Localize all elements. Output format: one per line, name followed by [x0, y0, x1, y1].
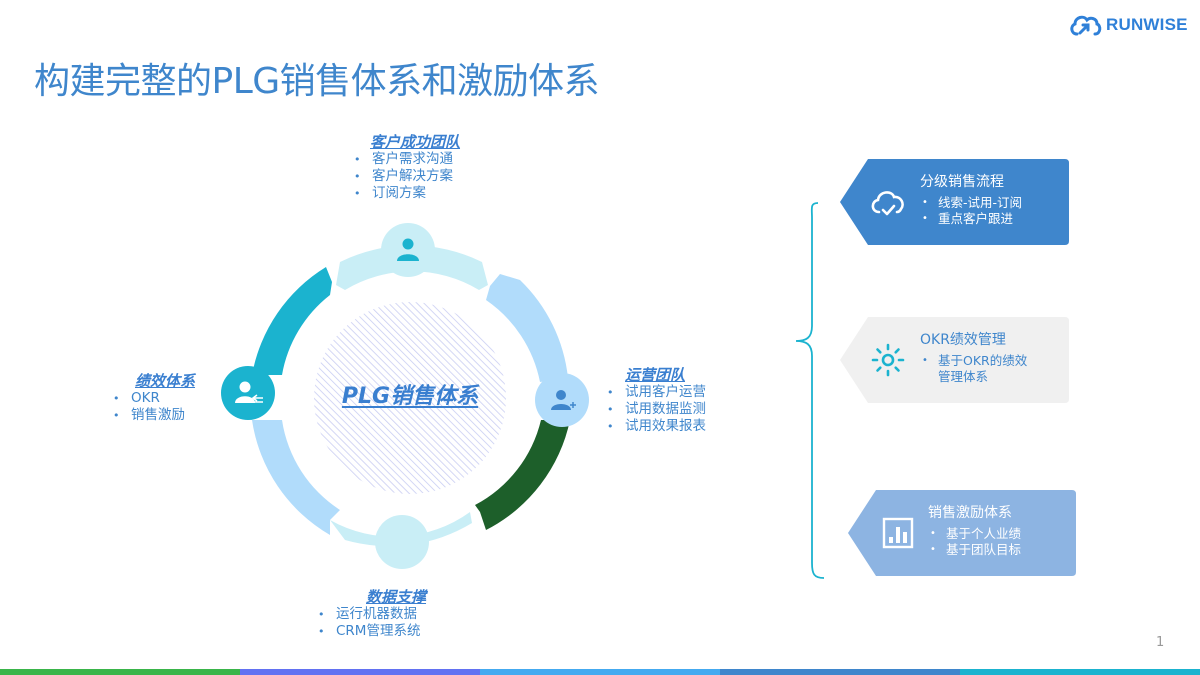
node-heading: 绩效体系	[135, 372, 196, 390]
node-item: 试用客户运营	[605, 384, 706, 401]
node-operations: 运营团队 试用客户运营 试用数据监测 试用效果报表	[605, 366, 706, 436]
user-add-icon	[551, 390, 576, 410]
card-sales-process: 分级销售流程 线索-试用-订阅 重点客户跟进	[840, 159, 1069, 245]
card-title: 销售激励体系	[928, 505, 1012, 521]
node-item: 试用数据监测	[605, 401, 706, 418]
ring-segment-bottom	[330, 512, 472, 547]
node-item: 客户解决方案	[352, 168, 460, 185]
card-title: OKR绩效管理	[920, 332, 1006, 348]
footer-segment	[720, 669, 960, 675]
card-item: 线索-试用-订阅	[920, 195, 1022, 211]
footer-segment	[0, 669, 240, 675]
node-item: 运行机器数据	[316, 606, 426, 623]
footer-segment	[240, 669, 480, 675]
sun-icon	[871, 343, 905, 377]
user-icon	[397, 238, 419, 261]
node-data-support: 数据支撑 运行机器数据 CRM管理系统	[316, 588, 427, 641]
node-right-circle	[535, 373, 589, 427]
bar-chart-icon	[882, 517, 914, 549]
footer-color-bar	[0, 669, 1200, 675]
footer-segment	[480, 669, 720, 675]
node-item: 销售激励	[111, 407, 195, 424]
cloud-arrow-icon	[1070, 15, 1102, 36]
card-item: 基于团队目标	[928, 542, 1021, 558]
node-customer-success: 客户成功团队 客户需求沟通 客户解决方案 订阅方案	[352, 133, 461, 203]
node-item: OKR	[111, 390, 195, 407]
page-number: 1	[1156, 635, 1165, 650]
node-performance: 绩效体系 OKR 销售激励	[111, 372, 196, 425]
node-item: 客户需求沟通	[352, 151, 460, 168]
center-label: PLG销售体系	[341, 384, 479, 409]
node-heading: 运营团队	[625, 366, 686, 384]
node-left-circle	[221, 366, 275, 420]
node-heading: 数据支撑	[366, 588, 427, 606]
user-transfer-icon	[235, 381, 263, 403]
node-item: 试用效果报表	[605, 418, 706, 435]
runwise-logo: RUNWISE	[1068, 10, 1198, 40]
ring-segment-left-upper	[252, 267, 332, 375]
curly-brace	[795, 202, 825, 579]
plg-cycle-diagram	[221, 223, 589, 569]
page-title: 构建完整的PLG销售体系和激励体系	[34, 61, 600, 102]
node-bottom-circle	[375, 515, 429, 569]
ring-segment-right-lower	[475, 420, 570, 530]
cloud-check-icon	[871, 191, 904, 216]
center-hatched-circle	[314, 302, 506, 494]
node-heading: 客户成功团队	[370, 133, 461, 151]
card-sales-incentive: 销售激励体系 基于个人业绩 基于团队目标	[848, 490, 1076, 576]
card-title: 分级销售流程	[920, 174, 1004, 190]
node-item: 订阅方案	[352, 185, 460, 202]
card-item: 基于个人业绩	[928, 526, 1021, 542]
footer-segment	[960, 669, 1200, 675]
ring-segment-right-upper	[486, 274, 568, 382]
ring-segment-left-lower	[252, 420, 340, 535]
node-top-circle	[381, 223, 435, 277]
card-item: 重点客户跟进	[920, 211, 1022, 227]
logo-text: RUNWISE	[1106, 15, 1188, 34]
node-item: CRM管理系统	[316, 623, 426, 640]
